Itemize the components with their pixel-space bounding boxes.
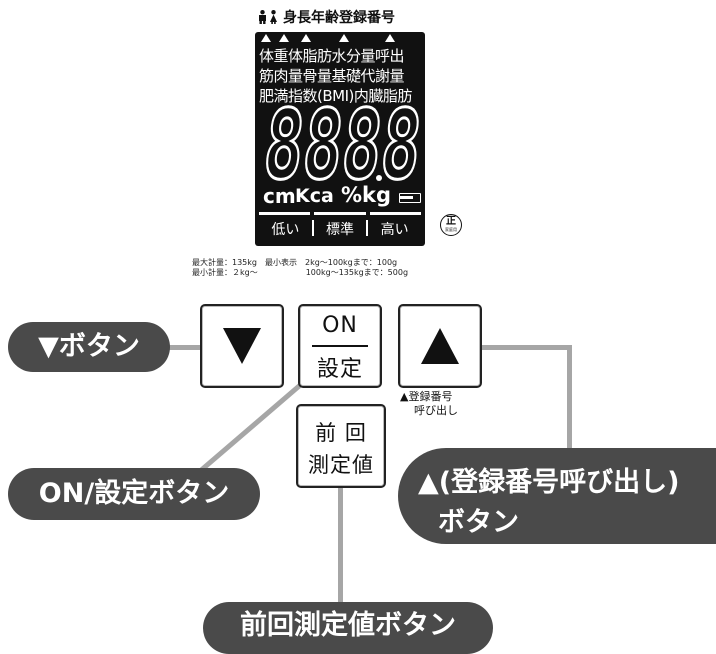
female-person-icon xyxy=(269,10,278,24)
leader-line-up-v xyxy=(567,345,572,470)
lcd-row-1: 体重体脂肪水分量呼出 xyxy=(259,47,405,65)
previous-label: 前 回 xyxy=(315,421,367,445)
cert-mark-sub: 家庭用 xyxy=(445,227,457,232)
up-caption-line-1: ▲登録番号 xyxy=(400,390,453,403)
level-bar xyxy=(259,212,311,215)
header-label: 身長年齢登録番号 xyxy=(283,10,395,26)
indicator-triangle xyxy=(339,34,349,42)
settings-label: 設定 xyxy=(316,357,363,382)
leader-line-down xyxy=(160,345,202,350)
on-settings-button[interactable]: ON 設定 xyxy=(298,304,382,388)
spec-line-2: 最小計量：２kg～ 100kg～135kgまで：500g xyxy=(192,268,409,277)
callout-up-line-1: ▲(登録番号呼び出し) xyxy=(418,467,680,498)
previous-value-button[interactable]: 前 回 測定値 xyxy=(296,404,386,488)
lcd-display: 体重体脂肪水分量呼出 筋肉量骨量基礎代謝量 肥満指数(BMI)内臓脂肪 8888… xyxy=(255,32,425,246)
level-labels: 低い 標準 高い xyxy=(259,219,421,239)
leader-line-prev xyxy=(338,478,343,616)
down-button[interactable] xyxy=(200,304,284,388)
divider xyxy=(366,220,369,236)
decimal-point xyxy=(376,175,382,181)
battery-icon xyxy=(399,193,421,203)
unit-kg: kg xyxy=(362,183,391,207)
divider xyxy=(312,345,368,347)
unit-row: cm Kca % kg xyxy=(263,183,423,210)
level-low: 低い xyxy=(271,222,300,238)
indicator-triangle xyxy=(385,34,395,42)
up-arrow-icon xyxy=(421,328,459,364)
callout-down-button: ▼ボタン xyxy=(8,322,170,372)
measured-value-label: 測定値 xyxy=(308,453,374,477)
callout-up-button: ▲(登録番号呼び出し) ボタン xyxy=(398,448,716,544)
indicator-triangle xyxy=(301,34,311,42)
lcd-row-3: 肥満指数(BMI)内臓脂肪 xyxy=(259,87,412,105)
indicator-triangle xyxy=(279,34,289,42)
cert-mark-main: 正 xyxy=(446,216,456,227)
display-header: 身長年齢登録番号 xyxy=(258,8,428,26)
unit-kcal: Kca xyxy=(295,185,334,207)
callout-up-line-2: ボタン xyxy=(438,507,519,538)
leader-line-up-h xyxy=(468,345,572,350)
on-label: ON xyxy=(322,313,358,338)
unit-cm: cm xyxy=(263,184,296,208)
up-caption-line-2: 呼び出し xyxy=(414,404,458,417)
seven-segment-digits: 8888 xyxy=(261,104,421,186)
callout-on-button: ON/設定ボタン xyxy=(8,468,260,520)
up-button[interactable] xyxy=(398,304,482,388)
level-high: 高い xyxy=(380,222,409,238)
lcd-row-2: 筋肉量骨量基礎代謝量 xyxy=(259,67,405,85)
level-bars xyxy=(259,212,421,216)
certification-mark: 正 家庭用 xyxy=(440,214,462,236)
indicator-triangle xyxy=(261,34,271,42)
level-bar xyxy=(314,212,366,215)
male-person-icon xyxy=(258,10,267,24)
callout-previous-button: 前回測定値ボタン xyxy=(203,602,493,654)
spec-line-1: 最大計量：135kg 最小表示 2kg～100kgまで：100g xyxy=(192,258,398,267)
divider xyxy=(311,220,314,236)
down-arrow-icon xyxy=(223,328,261,364)
level-standard: 標準 xyxy=(326,222,354,238)
level-bar xyxy=(369,212,421,215)
unit-percent: % xyxy=(341,183,363,207)
digit-readout: 8888 xyxy=(261,104,421,186)
